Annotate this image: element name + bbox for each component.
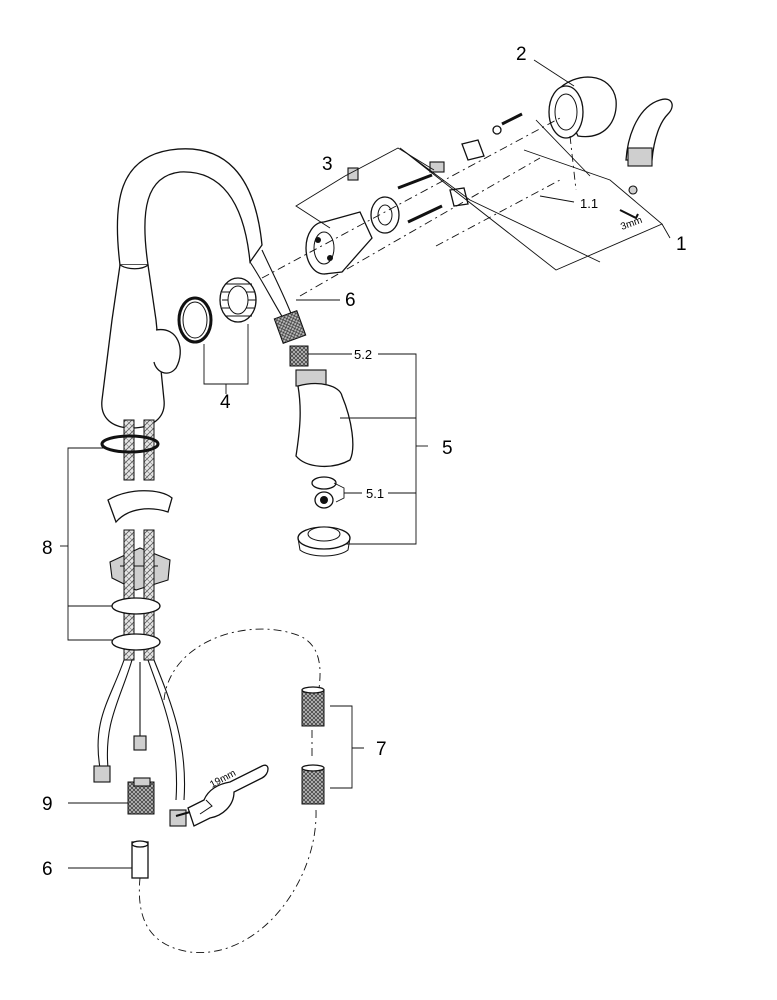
callout-9: 9 <box>42 794 53 815</box>
callout-4: 4 <box>220 392 231 413</box>
callout-2: 2 <box>516 44 527 65</box>
hose-route <box>138 628 364 953</box>
spray-head-leaders <box>308 353 428 545</box>
ring-set <box>177 277 257 344</box>
cartridge-assembly <box>305 161 445 275</box>
quick-connector <box>68 777 155 879</box>
callout-6-hose: 6 <box>345 290 356 311</box>
allen-key-size-label: 3mm <box>619 215 644 233</box>
assembly-axis-lines <box>261 117 577 297</box>
handle-parts <box>449 76 673 220</box>
top-leader-lines <box>203 59 671 394</box>
callout-6-bottom: 6 <box>42 859 53 880</box>
pullout-hose <box>249 249 307 344</box>
hose-weight-springs <box>301 686 325 805</box>
callout-5-1: 5.1 <box>366 486 384 501</box>
mounting-leaders <box>60 447 112 641</box>
mounting-hardware <box>93 419 187 827</box>
callout-5-2: 5.2 <box>354 347 372 362</box>
faucet-body <box>101 148 263 429</box>
spray-head <box>289 345 354 557</box>
callout-3: 3 <box>322 154 333 175</box>
callout-5: 5 <box>442 438 453 459</box>
callout-7: 7 <box>376 739 387 760</box>
callout-1-1: 1.1 <box>580 196 598 211</box>
callout-1: 1 <box>676 234 687 255</box>
callout-8: 8 <box>42 538 53 559</box>
wrench-tool <box>175 764 269 827</box>
